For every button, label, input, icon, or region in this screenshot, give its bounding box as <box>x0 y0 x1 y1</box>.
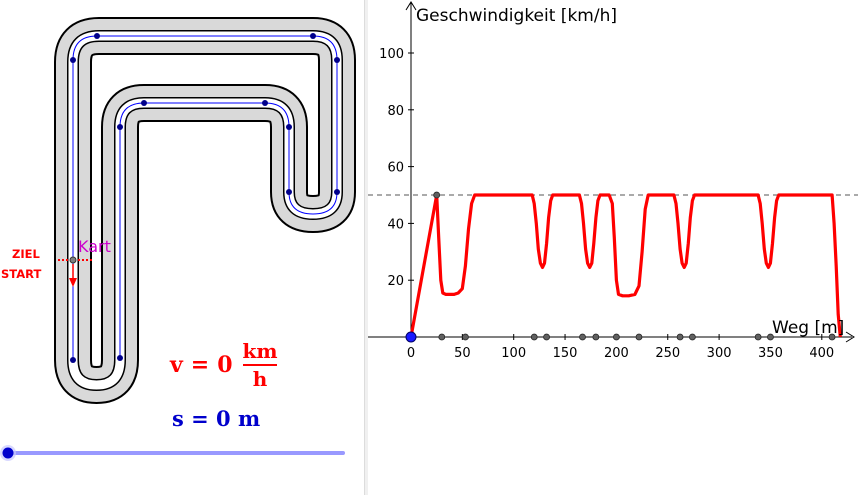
x-tick-label: 400 <box>809 346 834 361</box>
chart-point <box>592 333 600 341</box>
chart-point <box>754 333 762 341</box>
kart-marker[interactable] <box>69 256 77 264</box>
x-tick-label: 100 <box>501 346 526 361</box>
chart-point <box>676 333 684 341</box>
unit-denominator: h <box>252 367 268 391</box>
waypoint <box>310 33 316 39</box>
y-tick-label: 80 <box>387 104 404 119</box>
chart-point <box>612 333 620 341</box>
distance-readout: s = 0 m <box>172 406 261 431</box>
y-axis-arrow <box>405 1 417 11</box>
waypoint <box>334 189 340 195</box>
waypoint <box>117 124 123 130</box>
current-position-point <box>405 331 417 343</box>
chart-point <box>828 333 836 341</box>
waypoint <box>286 124 292 130</box>
fraction-bar <box>243 364 278 366</box>
panel-divider[interactable] <box>364 0 368 495</box>
track-panel: ZIEL START Kart v = 0 km h s = 0 m <box>0 0 364 495</box>
distance-slider[interactable] <box>0 444 350 462</box>
velocity-unit: km h <box>243 340 278 390</box>
chart-point <box>635 333 643 341</box>
chart-point <box>433 191 441 199</box>
chart-point <box>579 333 586 341</box>
x-axis-arrow <box>845 331 855 343</box>
y-tick-label: 40 <box>387 217 404 232</box>
race-track-diagram: ZIEL START Kart <box>1 17 356 404</box>
velocity-symbol: v <box>170 352 183 378</box>
y-tick-label: 100 <box>379 47 404 62</box>
chart-point <box>543 333 550 341</box>
y-tick-label: 60 <box>387 161 404 176</box>
speed-distance-chart: 0 50 100 150 200 250 300 350 400 20 40 60 80 100 Gesc… <box>368 1 858 361</box>
unit-numerator: km <box>242 339 278 363</box>
waypoint <box>70 357 76 363</box>
x-tick-label: 200 <box>604 346 629 361</box>
x-tick-label: 50 <box>454 346 471 361</box>
track-waypoints <box>70 33 340 363</box>
chart-panel: 0 50 100 150 200 250 300 350 400 20 40 60 80 100 Gesc… <box>368 0 858 495</box>
velocity-value: 0 <box>217 352 233 378</box>
x-tick-label: 350 <box>758 346 783 361</box>
chart-point <box>438 333 446 341</box>
waypoint <box>286 189 292 195</box>
x-tick-label: 250 <box>655 346 680 361</box>
chart-point <box>767 333 774 341</box>
slider-handle[interactable] <box>2 447 14 459</box>
kart-label: Kart <box>78 237 111 256</box>
chart-point <box>688 333 696 341</box>
speed-series-line <box>409 193 842 338</box>
y-tick-label: 20 <box>387 274 404 289</box>
chart-point <box>462 333 469 341</box>
waypoint <box>334 57 340 63</box>
waypoint <box>117 355 123 361</box>
chart-point <box>530 333 538 341</box>
finish-label: ZIEL <box>12 247 40 261</box>
waypoint <box>70 57 76 63</box>
direction-arrow-head <box>69 278 77 287</box>
waypoint <box>141 100 147 106</box>
x-axis-label: Weg [m] <box>772 318 844 338</box>
y-axis-label: Geschwindigkeit [km/h] <box>416 6 617 26</box>
velocity-equals: = <box>190 352 210 378</box>
x-tick-label: 150 <box>553 346 578 361</box>
x-tick-label: 0 <box>407 346 415 361</box>
waypoint <box>94 33 100 39</box>
x-tick-label: 300 <box>707 346 732 361</box>
waypoint <box>262 100 268 106</box>
start-label: START <box>1 267 41 281</box>
velocity-readout: v = 0 km h <box>170 340 278 390</box>
